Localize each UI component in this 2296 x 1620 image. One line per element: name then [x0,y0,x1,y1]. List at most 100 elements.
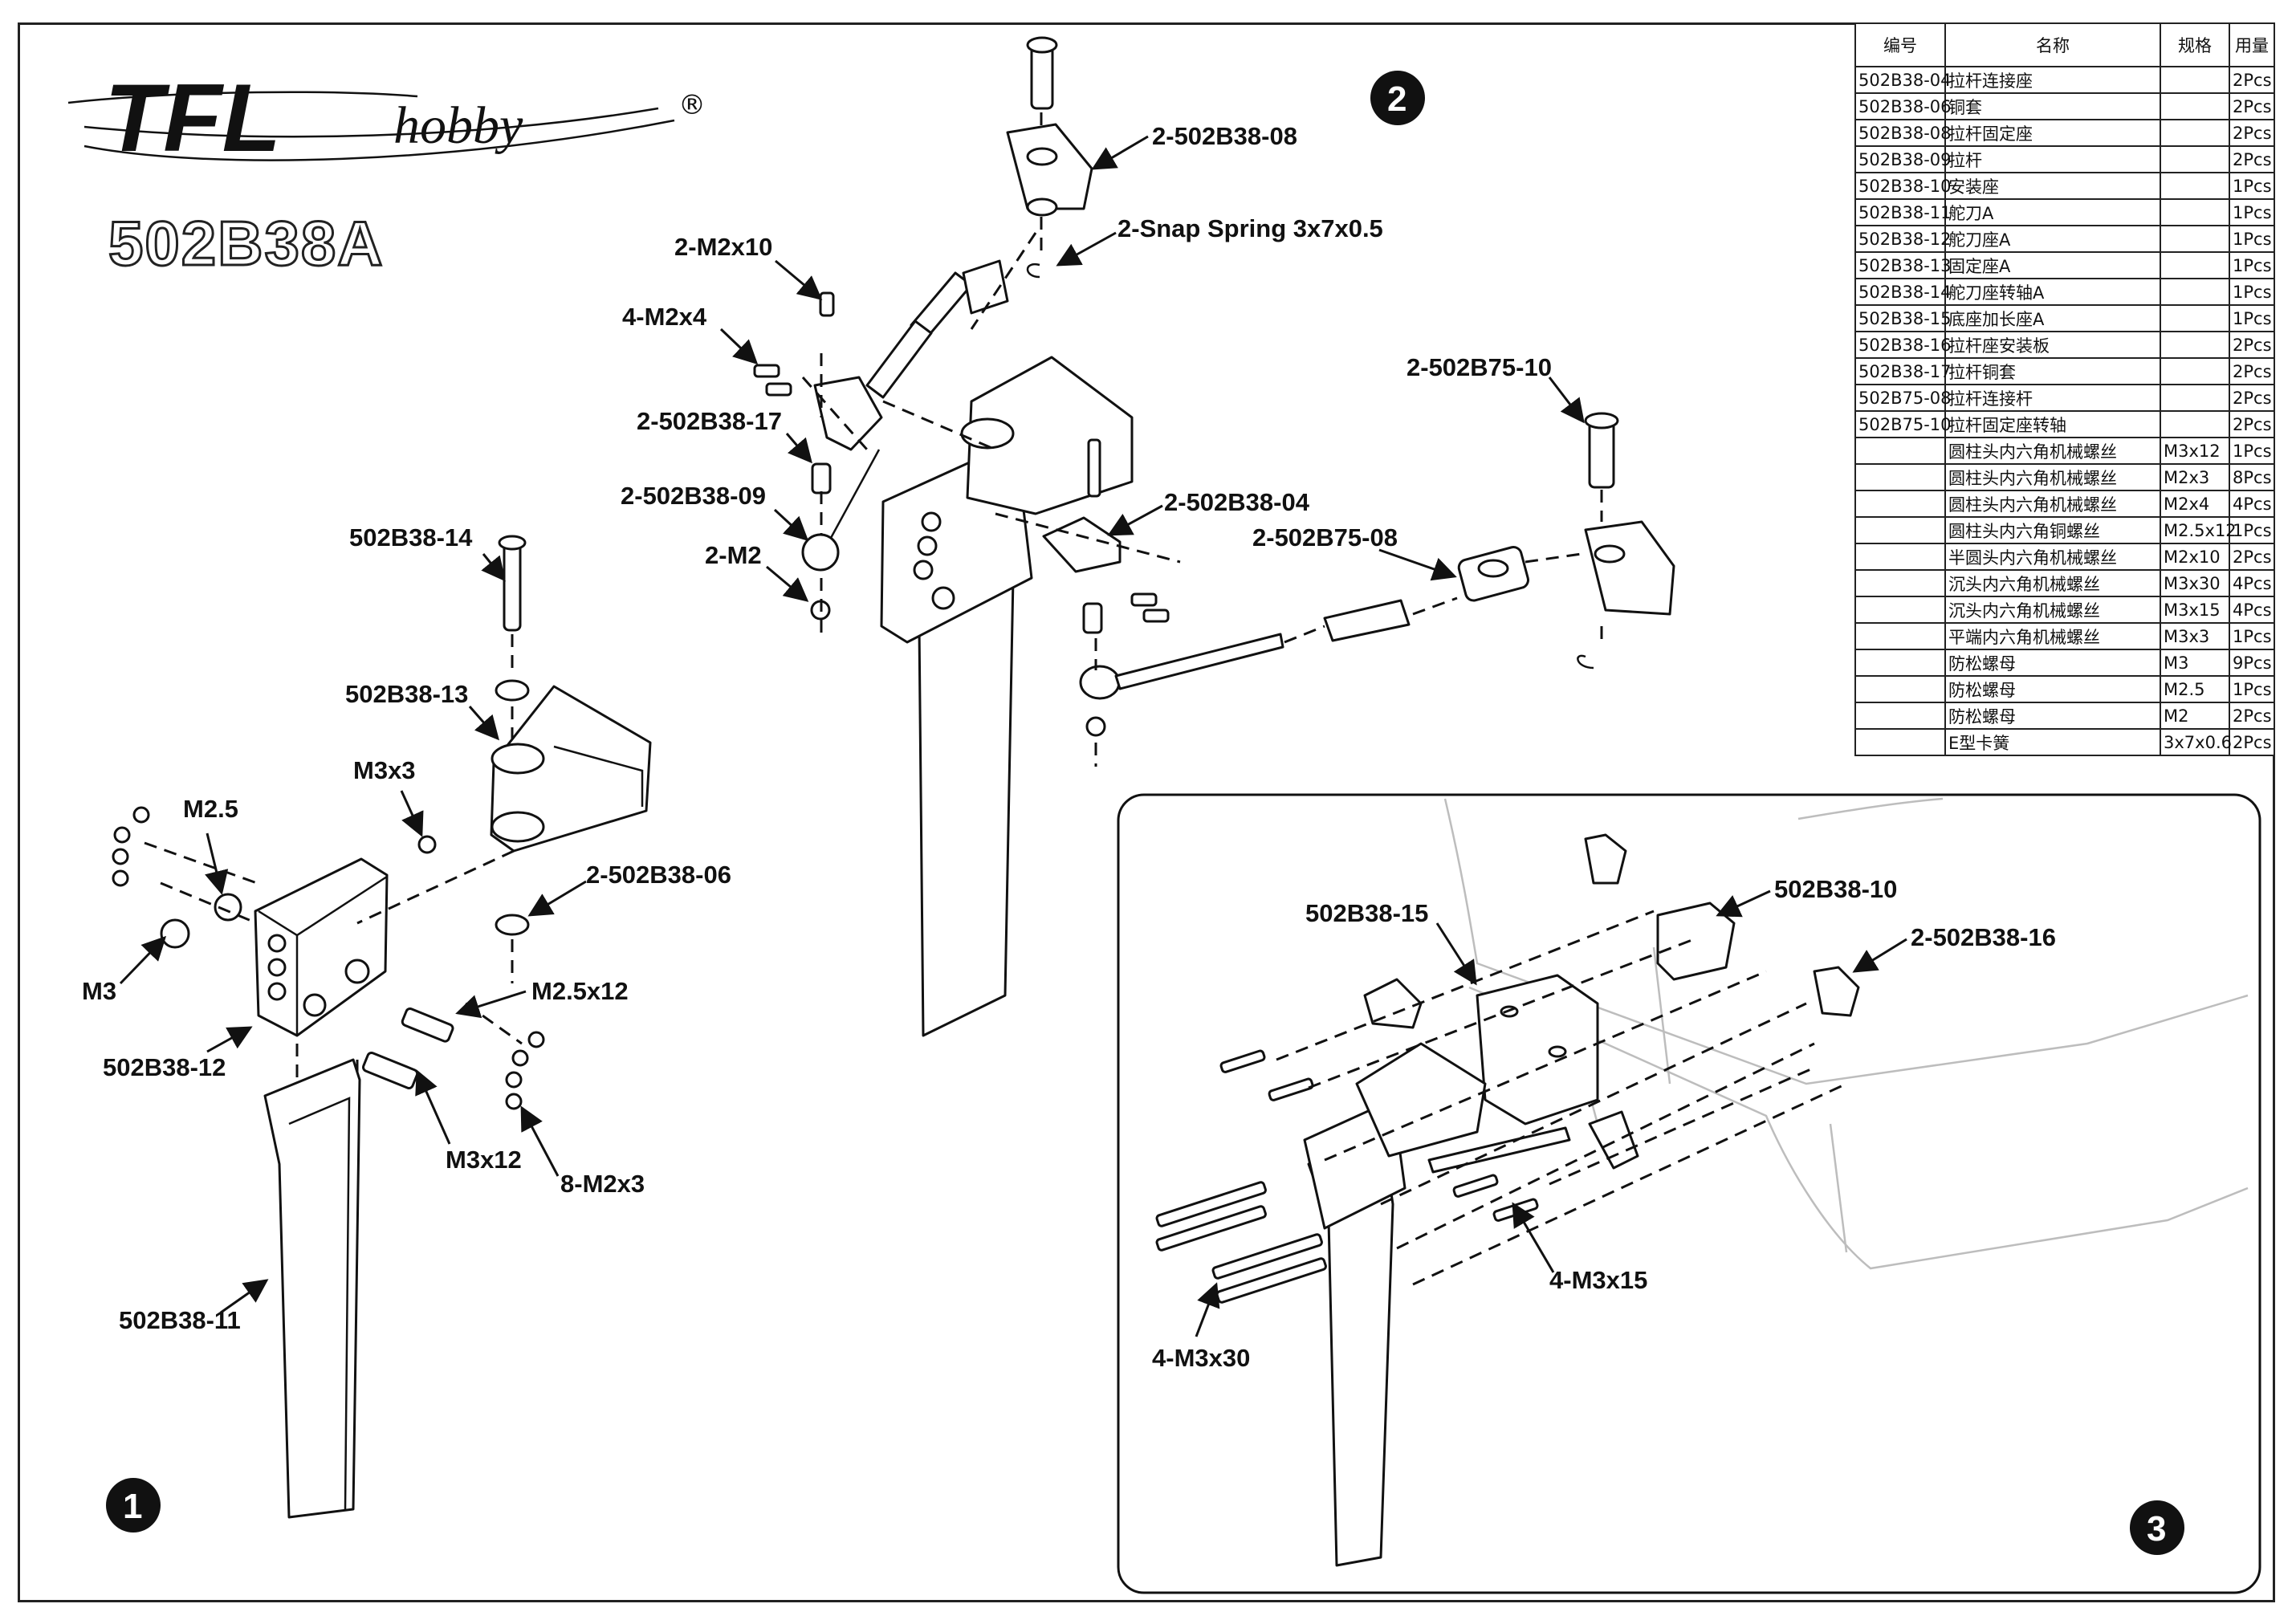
part-spec: M3 [2160,649,2230,677]
part-code: 502B75-08 [1854,384,1952,412]
part-qty: 9Pcs [2229,649,2275,677]
part-qty: 4Pcs [2229,569,2275,597]
part-qty: 2Pcs [2229,92,2275,120]
bushing-06-top [495,679,530,702]
label-2-502b75-08: 2-502B75-08 [1252,523,1398,552]
part-code [1854,728,1946,756]
part-code: 502B75-10 [1854,410,1952,438]
part-spec [2160,198,2230,226]
part-code [1854,649,1946,677]
part-code: 502B38-04 [1854,66,1952,94]
part-spec [2160,331,2230,359]
callout-labels: 2-502B38-08 2-Snap Spring 3x7x0.5 2-M2x1… [82,122,2056,1372]
label-2-502b75-10: 2-502B75-10 [1407,353,1552,381]
part-code [1854,516,1946,544]
label-2-502b38-08: 2-502B38-08 [1152,122,1297,150]
label-502b38-15: 502B38-15 [1305,899,1428,927]
label-2-m2: 2-M2 [705,541,762,569]
part-name: 铜套 [1944,92,2161,120]
label-502b38-13: 502B38-13 [345,680,468,708]
part-name: 拉杆连接杆 [1944,384,2161,412]
part-code [1854,569,1946,597]
part-code: 502B38-09 [1854,145,1952,173]
part-name: 拉杆固定座 [1944,119,2161,147]
part-code: 502B38-08 [1854,119,1952,147]
part-spec [2160,225,2230,253]
part-name: 拉杆连接座 [1944,66,2161,94]
part-spec: M2.5x12 [2160,516,2237,544]
part-name: 底座加长座A [1944,304,2161,332]
part-name: 沉头内六角机械螺丝 [1944,596,2161,624]
part-spec: M3x12 [2160,437,2230,465]
part-spec: M2.5 [2160,675,2230,703]
part-code [1854,463,1946,491]
part-code [1854,702,1946,730]
part-spec [2160,384,2230,412]
label-4-m3x15: 4-M3x15 [1549,1266,1647,1294]
part-name: 拉杆 [1944,145,2161,173]
part-qty: 2Pcs [2229,543,2275,571]
part-qty: 2Pcs [2229,357,2275,385]
drawing-frame [18,22,2275,1602]
part-spec [2160,119,2230,147]
svg-text:2: 2 [1387,79,1407,119]
step-1-badge: 1 [106,1478,161,1532]
part-name: 舵刀A [1944,198,2161,226]
part-qty: 4Pcs [2229,490,2275,518]
brand-logo: TFL hobby ® [67,64,706,172]
part-qty: 8Pcs [2229,463,2275,491]
part-spec: M2x10 [2160,543,2230,571]
part-code [1854,437,1946,465]
part-code [1854,675,1946,703]
part-spec: 3x7x0.6 [2160,728,2232,756]
label-502b38-14: 502B38-14 [349,523,473,552]
part-qty: 4Pcs [2229,596,2275,624]
part-qty: 1Pcs [2229,675,2275,703]
part-spec [2160,304,2230,332]
part-name: 防松螺母 [1944,649,2161,677]
part-code [1854,490,1946,518]
part-code: 502B38-15 [1854,304,1952,332]
part-qty: 2Pcs [2229,66,2275,94]
part-qty: 2Pcs [2229,331,2275,359]
part-spec: M2x3 [2160,463,2230,491]
step-3-badge: 3 [2130,1500,2184,1555]
part-qty: 2Pcs [2229,145,2275,173]
label-m3x3: M3x3 [353,756,416,784]
part-spec [2160,66,2230,94]
part-code: 502B38-11 [1854,198,1952,226]
part-qty: 1Pcs [2229,225,2275,253]
part-name: E型卡簧 [1944,728,2161,756]
part-code [1854,543,1946,571]
part-spec: M3x3 [2160,622,2230,650]
part-spec [2160,172,2230,200]
part-spec: M3x30 [2160,569,2230,597]
part-code [1854,596,1946,624]
part-code [1854,622,1946,650]
part-code: 502B38-12 [1854,225,1952,253]
part-qty: 2Pcs [2229,384,2275,412]
section-1-assembly [112,535,652,1519]
part-spec [2160,251,2230,279]
label-4-m2x4: 4-M2x4 [622,303,707,331]
rudder-mount-12 [254,857,389,1037]
